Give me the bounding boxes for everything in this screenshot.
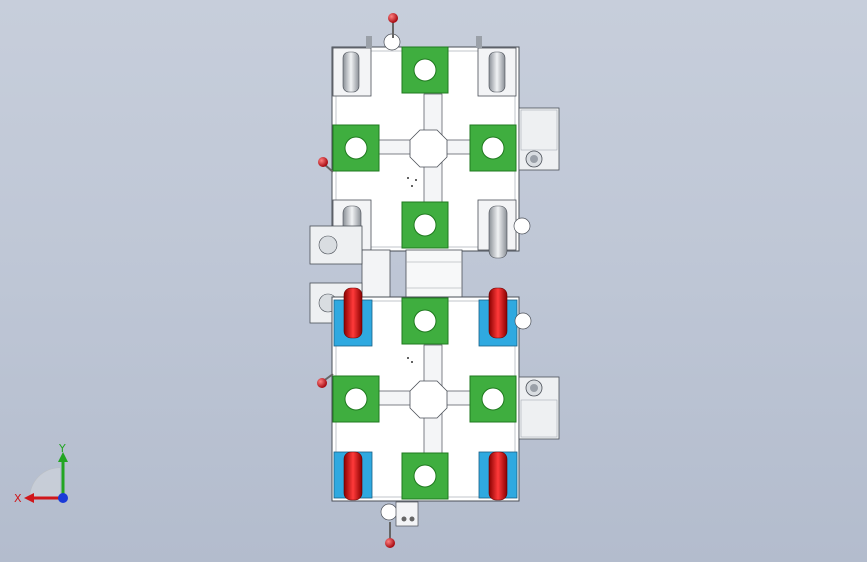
upper-mount-bottom [401,201,449,249]
knob-bottom [385,522,395,548]
lower-module [331,287,560,527]
upper-mount-right [469,124,517,172]
upper-mount-left [332,124,380,172]
upper-caster-tr [477,47,517,97]
lower-mount-right [469,375,517,423]
lower-mount-left [332,375,380,423]
lower-caster-tl [333,287,373,347]
upper-caster-tl [332,47,372,97]
upper-mount-top [401,46,449,94]
knob-top [388,13,398,38]
upper-module [331,46,560,259]
upper-center-hub [409,129,448,168]
knob-left-upper [318,157,334,173]
knob-left-lower [317,373,334,388]
lower-mount-bottom [401,452,449,500]
lower-center-hub [409,380,448,419]
y-axis-label: Y [58,442,66,455]
upper-caster-br [477,199,531,259]
lower-caster-br [478,451,518,501]
module-connector [309,225,463,324]
x-axis-label: X [14,492,22,505]
lower-caster-tr [478,287,532,347]
lower-mount-top [401,297,449,345]
view-orientation-triad: Y X [12,440,82,510]
lower-caster-bl [333,451,373,501]
